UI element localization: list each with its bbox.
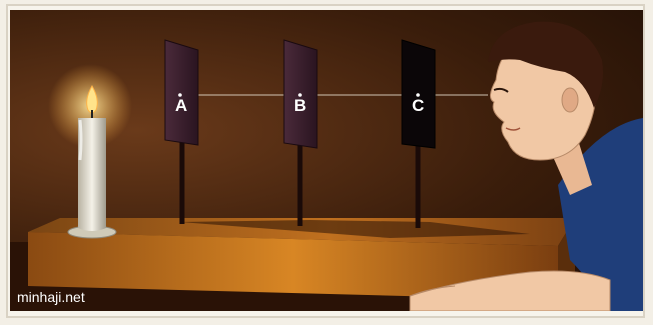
card-c-label: C — [412, 96, 424, 116]
card-b-label: B — [294, 96, 306, 116]
card-a-label: A — [175, 96, 187, 116]
scene-drawing — [10, 10, 643, 311]
experiment-illustration: A B C minhaji.net — [10, 10, 643, 311]
watermark: minhaji.net — [17, 289, 85, 305]
card-a — [165, 40, 198, 145]
person-ear — [562, 88, 578, 112]
